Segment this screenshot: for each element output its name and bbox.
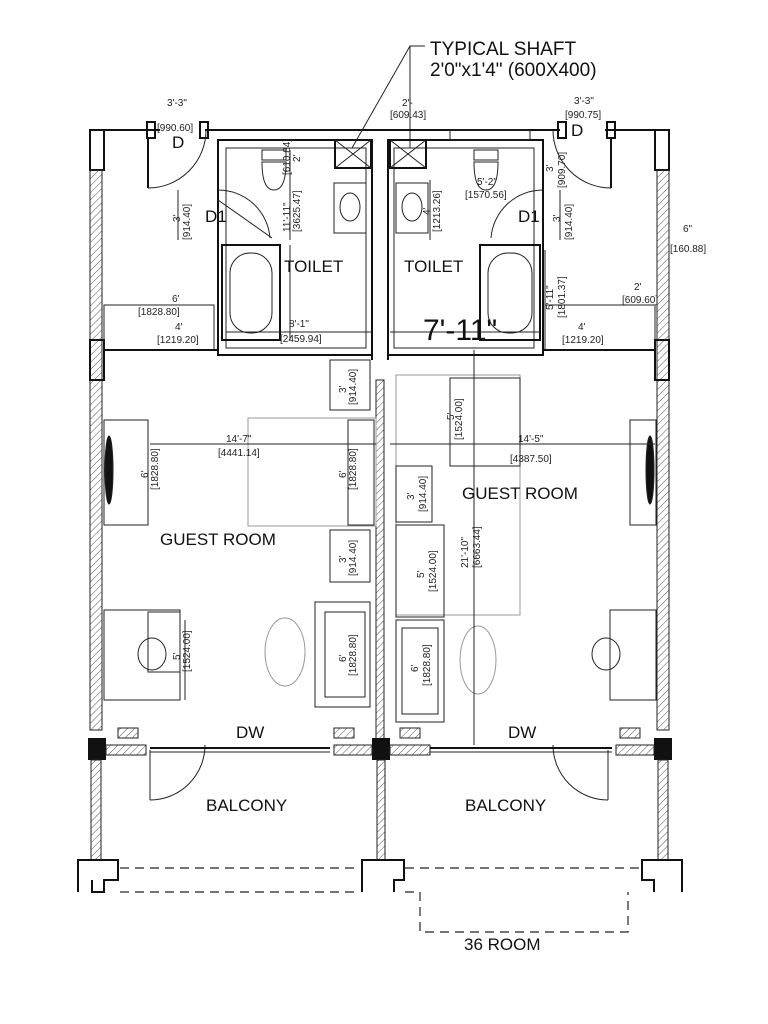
dim-text: 6' bbox=[172, 294, 180, 305]
dim-text: 3' bbox=[338, 555, 349, 563]
bathroom-left bbox=[217, 139, 373, 356]
dim-text: 3' bbox=[545, 164, 556, 172]
dim-text: [1524.00] bbox=[182, 630, 193, 672]
dim-text: [609.43] bbox=[390, 110, 426, 121]
dim-text: [1219.20] bbox=[157, 335, 199, 346]
room-label-balcony-right: BALCONY bbox=[465, 796, 546, 815]
dim-text: [1828.80] bbox=[150, 448, 161, 490]
furniture-right bbox=[395, 350, 657, 745]
dim-text: 6" bbox=[683, 224, 693, 235]
dim-text: [1570.56] bbox=[465, 190, 507, 201]
dim-text: [610.84] bbox=[282, 139, 293, 175]
shaft-leader-left bbox=[351, 45, 425, 149]
door-tag-d1-left: D1 bbox=[205, 207, 227, 226]
dim-text: 3' bbox=[338, 385, 349, 393]
dimension-lines bbox=[150, 150, 655, 700]
dim-text: [160.88] bbox=[670, 244, 706, 255]
dim-text: [909.70] bbox=[557, 152, 568, 188]
dim-text: [6663.44] bbox=[472, 526, 483, 568]
door-tag-dw-left: DW bbox=[236, 723, 264, 742]
dim-text: [1828.80] bbox=[348, 448, 359, 490]
door-arcs bbox=[147, 129, 612, 801]
dim-text: 5'-11" bbox=[545, 285, 556, 310]
room-label-guest-right: GUEST ROOM bbox=[462, 484, 578, 503]
dim-text: [4387.50] bbox=[510, 454, 552, 465]
overall-dimension: 7'-11" bbox=[423, 314, 497, 347]
dim-text: [1828.80] bbox=[348, 634, 359, 676]
dim-text: 3' bbox=[406, 492, 417, 500]
balcony-threshold bbox=[88, 727, 672, 760]
room-label-36: 36 ROOM bbox=[464, 935, 541, 954]
dim-text: 21'-10" bbox=[460, 537, 471, 568]
dim-text: [1801.37] bbox=[557, 276, 568, 318]
door-tag-d1-right: D1 bbox=[518, 207, 540, 226]
dim-text: 3'-3" bbox=[167, 98, 187, 109]
dim-text: [914.40] bbox=[348, 540, 359, 576]
dim-text: 6' bbox=[140, 470, 151, 478]
room-label-balcony-left: BALCONY bbox=[206, 796, 287, 815]
dim-text: 3' bbox=[172, 214, 183, 222]
balcony-walls bbox=[77, 759, 683, 933]
dim-text: 3'-3" bbox=[574, 96, 594, 107]
dim-text: [914.40] bbox=[418, 476, 429, 512]
dim-text: 4' bbox=[175, 322, 183, 333]
dim-text: [3625.47] bbox=[292, 190, 303, 232]
dim-text: [914.40] bbox=[182, 204, 193, 240]
dim-text: [990.75] bbox=[565, 110, 601, 121]
dim-text: [990.60] bbox=[157, 123, 193, 134]
dim-text: [914.40] bbox=[564, 204, 575, 240]
dim-text: [1828.80] bbox=[422, 644, 433, 686]
dim-text: [1219.20] bbox=[562, 335, 604, 346]
room-label-toilet-left: TOILET bbox=[284, 257, 343, 276]
dim-text: 5' bbox=[446, 412, 457, 420]
dim-text: [2459.94] bbox=[280, 334, 322, 345]
dim-text: 14'-7" bbox=[226, 434, 252, 445]
dim-text: 4' bbox=[422, 207, 433, 215]
dim-text: 4' bbox=[578, 322, 586, 333]
dim-text: 3' bbox=[552, 214, 563, 222]
dim-text: 2' bbox=[292, 154, 303, 162]
dim-text: [1524.00] bbox=[454, 398, 465, 440]
door-tag-d-right: D bbox=[571, 121, 583, 140]
dim-text: 6' bbox=[338, 654, 349, 662]
dim-text: 11'-11" bbox=[282, 202, 293, 232]
door-tag-d-left: D bbox=[172, 133, 184, 152]
room-label-toilet-right: TOILET bbox=[404, 257, 463, 276]
bathroom-right bbox=[387, 129, 544, 356]
shaft-size: 2'0"x1'4" (600X400) bbox=[430, 60, 597, 81]
dim-text: [609.60] bbox=[622, 295, 658, 306]
dim-text: [1213.26] bbox=[432, 190, 443, 232]
dim-text: 5' bbox=[172, 652, 183, 660]
dim-text: 8'-1" bbox=[289, 319, 309, 330]
dim-text: 2'- bbox=[402, 98, 413, 109]
dim-text: 2' bbox=[634, 282, 642, 293]
room-label-guest-left: GUEST ROOM bbox=[160, 530, 276, 549]
dim-text: 6' bbox=[338, 470, 349, 478]
dim-text: 5'-2" bbox=[477, 177, 497, 188]
dim-text: [1524.00] bbox=[428, 550, 439, 592]
shaft-title: TYPICAL SHAFT bbox=[430, 39, 576, 60]
dim-text: [914.40] bbox=[348, 369, 359, 405]
dim-text: [1828.80] bbox=[138, 307, 180, 318]
dim-text: 6' bbox=[410, 664, 421, 672]
furniture-left bbox=[103, 359, 377, 708]
dim-text: 5' bbox=[416, 570, 427, 578]
shaft-boxes bbox=[334, 139, 427, 169]
dim-text: [4441.14] bbox=[218, 448, 260, 459]
dimension-texts: 3'-3" [990.60] 2'- [609.43] 3'-3" [990.7… bbox=[138, 96, 706, 686]
door-tag-dw-right: DW bbox=[508, 723, 536, 742]
dim-text: 14'-5" bbox=[518, 434, 544, 445]
